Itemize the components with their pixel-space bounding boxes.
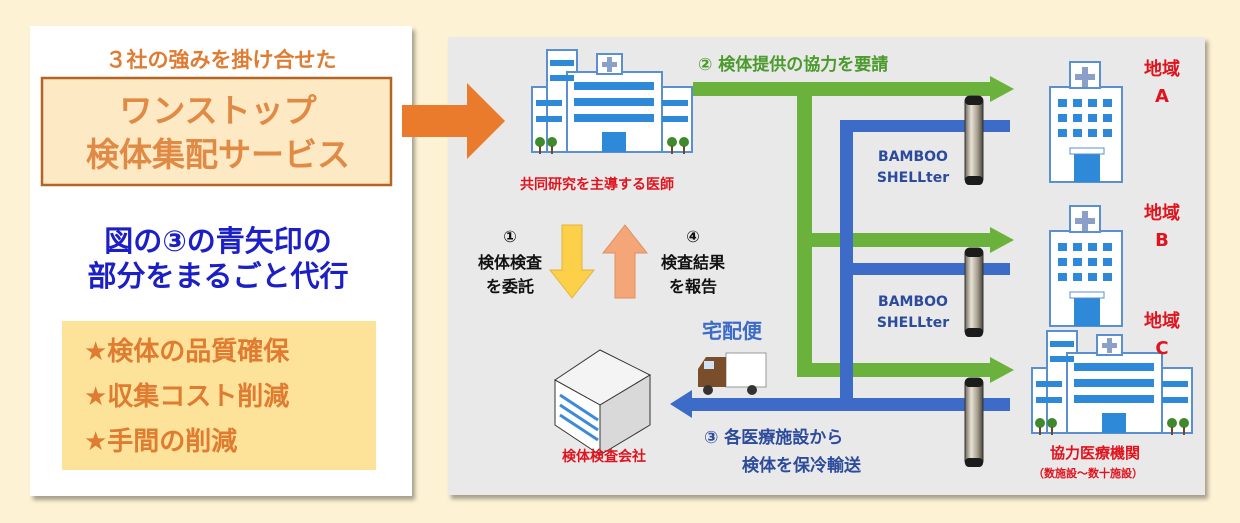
service-title-box: [40, 76, 393, 187]
benefit-item: ★収集コスト削減: [84, 381, 289, 412]
partner-count-label: （数施設～数十施設）: [1033, 466, 1143, 480]
step3-line1: ③ 各医療施設から: [704, 427, 843, 448]
container-label-line2: SHELLter: [877, 315, 949, 331]
partner-institutions-label: 協力医療機関: [1050, 444, 1140, 462]
up-arrow-icon: [601, 224, 649, 299]
region-c-label: 地域: [1144, 310, 1180, 332]
bamboo-shellter-tube-icon: [964, 247, 984, 338]
courier-label: 宅配便: [702, 319, 763, 343]
blue-message-line2: 部分をまるごと代行: [87, 259, 348, 293]
step3-line2: 検体を保冷輸送: [742, 455, 862, 476]
benefit-item: ★手間の削減: [84, 427, 237, 457]
step1-line2: を委託: [486, 277, 534, 296]
subtitle: ３社の強みを掛け合せた: [106, 48, 337, 72]
region-c-letter: C: [1155, 338, 1168, 359]
step4-line2: を報告: [669, 277, 717, 296]
left-panel: ３社の強みを掛け合せた ワンストップ 検体集配サービス 図の③の青矢印の 部分を…: [30, 26, 412, 496]
benefit-item: ★検体の品質確保: [84, 336, 290, 367]
region-b-label: 地域: [1144, 202, 1180, 224]
region-a-label: 地域: [1144, 58, 1180, 80]
lead-doctor-label: 共同研究を主導する医師: [520, 176, 674, 193]
benefits-box: [62, 321, 376, 470]
container-label-line2: SHELLter: [877, 170, 949, 186]
step2-label: ② 検体提供の協力を要請: [698, 54, 888, 75]
lab-company-label: 検体検査会社: [562, 448, 646, 465]
container-label-line1: BAMBOO: [878, 294, 948, 310]
step4-number: ④: [686, 227, 700, 246]
service-title-line1: ワンストップ: [119, 91, 317, 130]
service-title-line2: 検体集配サービス: [86, 135, 350, 174]
down-arrow-icon: [548, 224, 596, 299]
delivery-truck-icon: [698, 352, 767, 395]
step4-line1: 検査結果: [661, 253, 725, 272]
blue-message-line1: 図の③の青矢印の: [104, 224, 332, 258]
arrow-head-icon: [990, 357, 1014, 383]
step1-line1: 検体検査: [478, 253, 542, 272]
arrow-head-icon: [990, 76, 1014, 102]
container-label-line1: BAMBOO: [878, 149, 948, 165]
orange-arrow-icon: [402, 83, 505, 159]
arrow-head-icon: [670, 390, 692, 418]
region-b-letter: B: [1155, 230, 1169, 251]
lab-building-icon: [554, 349, 652, 456]
region-a-letter: A: [1155, 86, 1169, 107]
step1-number: ①: [503, 227, 517, 246]
bamboo-shellter-tube-icon: [964, 377, 984, 468]
arrow-head-icon: [990, 227, 1014, 253]
bamboo-shellter-tube-icon: [964, 95, 984, 186]
